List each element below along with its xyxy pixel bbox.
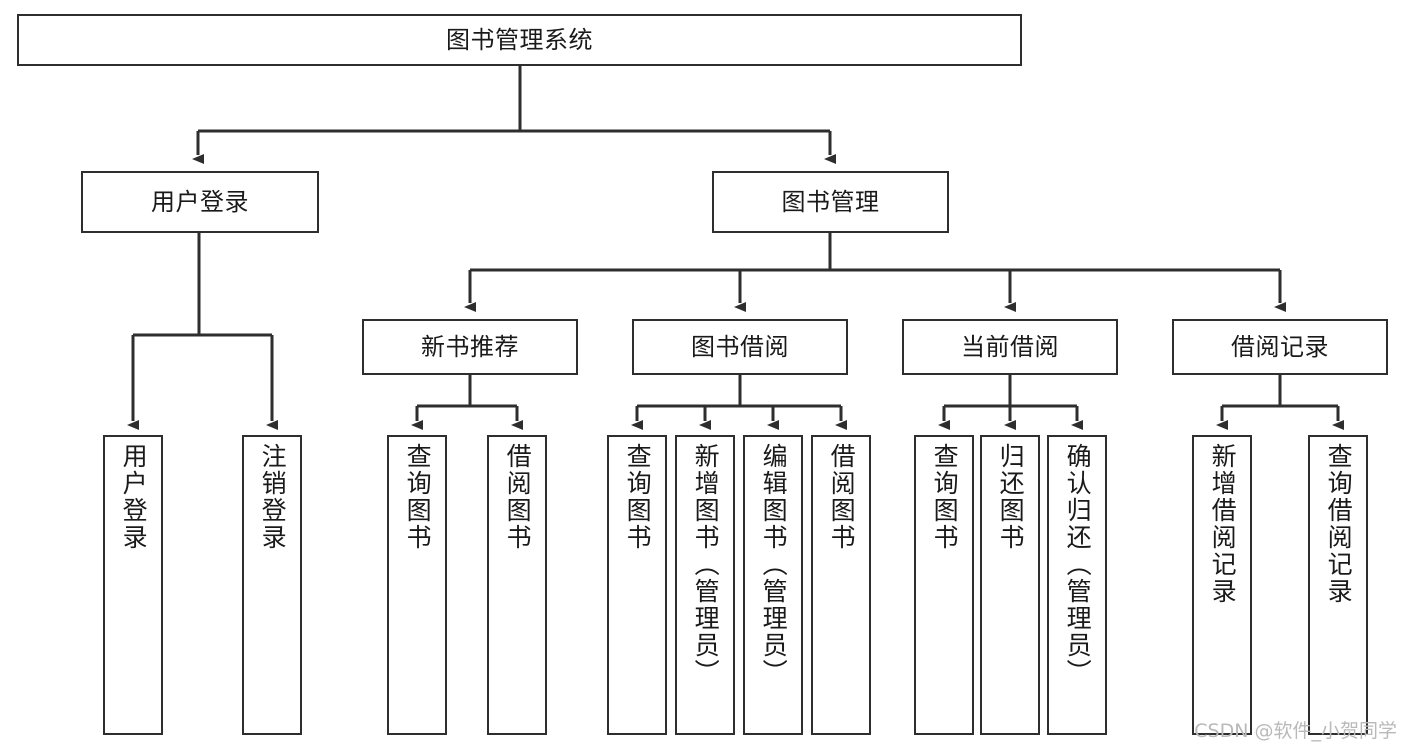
node-leaf-add-book-admin[interactable]: 新增图书（管理员） [675,435,735,735]
node-new-book-recommend-label: 新书推荐 [421,332,519,361]
node-root-label: 图书管理系统 [446,25,593,54]
node-root[interactable]: 图书管理系统 [17,14,1022,66]
watermark: CSDN @软件_小贺同学 [1194,720,1397,742]
node-leaf-add-book-admin-label: 新增图书（管理员） [691,443,721,686]
node-current-borrow[interactable]: 当前借阅 [902,319,1118,375]
node-book-management-label: 图书管理 [781,187,880,216]
node-borrow-record-label: 借阅记录 [1231,332,1329,361]
node-leaf-return-book[interactable]: 归还图书 [980,435,1040,735]
node-leaf-confirm-return-admin[interactable]: 确认归还（管理员） [1047,435,1107,735]
node-current-borrow-label: 当前借阅 [961,332,1059,361]
node-leaf-borrow-search-book[interactable]: 查询图书 [607,435,667,735]
node-borrow-record[interactable]: 借阅记录 [1172,319,1388,375]
node-leaf-edit-book-admin[interactable]: 编辑图书（管理员） [743,435,803,735]
node-book-borrow[interactable]: 图书借阅 [632,319,848,375]
node-leaf-recommend-search-book[interactable]: 查询图书 [387,435,447,735]
node-leaf-add-borrow-record-label: 新增借阅记录 [1208,443,1238,605]
node-user-login[interactable]: 用户登录 [81,171,319,233]
node-leaf-return-book-label: 归还图书 [996,443,1026,551]
node-leaf-borrow-book-label: 借阅图书 [827,443,857,551]
node-leaf-borrow-book[interactable]: 借阅图书 [811,435,871,735]
node-new-book-recommend[interactable]: 新书推荐 [362,319,578,375]
node-leaf-add-borrow-record[interactable]: 新增借阅记录 [1192,435,1252,735]
node-leaf-user-login[interactable]: 用户登录 [103,435,163,735]
node-book-management[interactable]: 图书管理 [712,171,949,233]
node-user-login-label: 用户登录 [151,187,249,216]
node-leaf-recommend-borrow-book[interactable]: 借阅图书 [487,435,547,735]
node-leaf-current-search-book-label: 查询图书 [930,443,960,551]
node-leaf-search-borrow-record-label: 查询借阅记录 [1324,443,1354,605]
node-leaf-confirm-return-admin-label: 确认归还（管理员） [1063,443,1093,686]
node-leaf-edit-book-admin-label: 编辑图书（管理员） [759,443,789,686]
node-leaf-user-login-label: 用户登录 [119,443,149,551]
node-leaf-borrow-search-book-label: 查询图书 [623,443,653,551]
node-leaf-recommend-search-book-label: 查询图书 [403,443,433,551]
node-book-borrow-label: 图书借阅 [691,332,789,361]
node-leaf-logout[interactable]: 注销登录 [242,435,302,735]
node-leaf-search-borrow-record[interactable]: 查询借阅记录 [1308,435,1368,735]
node-leaf-logout-label: 注销登录 [258,443,288,551]
node-leaf-current-search-book[interactable]: 查询图书 [914,435,974,735]
node-leaf-recommend-borrow-book-label: 借阅图书 [503,443,533,551]
